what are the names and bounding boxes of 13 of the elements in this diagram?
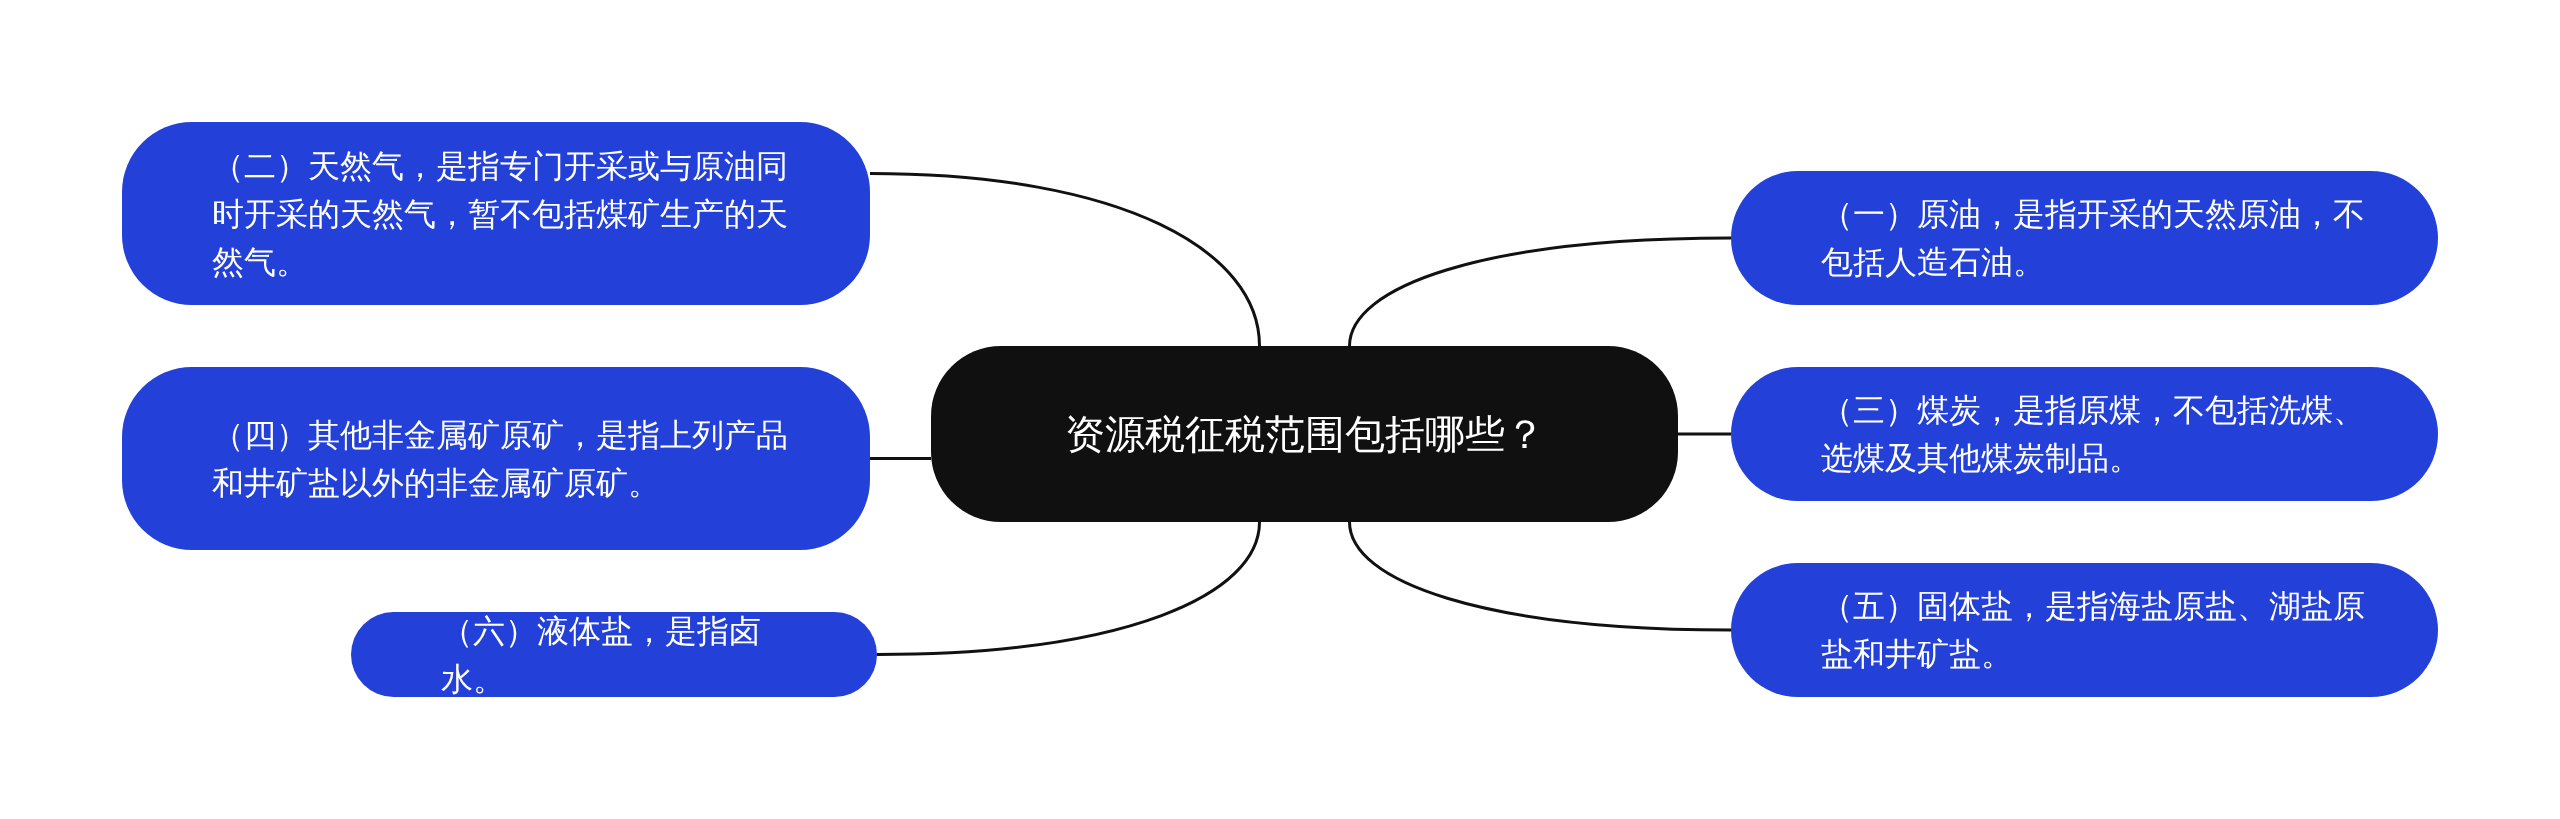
- topic-text: （二）天然气，是指专门开采或与原油同时开采的天然气，暂不包括煤矿生产的天然气。: [212, 145, 789, 283]
- topic-text: （六）液体盐，是指卤水。: [441, 610, 762, 700]
- connector-line: [869, 172, 1261, 347]
- topic-text: （四）其他非金属矿原矿，是指上列产品和井矿盐以外的非金属矿原矿。: [212, 414, 789, 504]
- topic-text: 资源税征税范围包括哪些？: [1064, 410, 1545, 459]
- connector-line: [1348, 236, 1732, 347]
- connector-line: [876, 521, 1261, 656]
- connector-line: [1348, 521, 1732, 632]
- topic-text: （一）原油，是指开采的天然原油，不包括人造石油。: [1821, 194, 2366, 283]
- topic-text: （五）固体盐，是指海盐原盐、湖盐原盐和井矿盐。: [1821, 586, 2366, 675]
- connector-line: [1678, 432, 1731, 436]
- connector-line: [870, 457, 931, 460]
- topic-text: （三）煤炭，是指原煤，不包括洗煤、选煤及其他煤炭制品。: [1821, 390, 2366, 479]
